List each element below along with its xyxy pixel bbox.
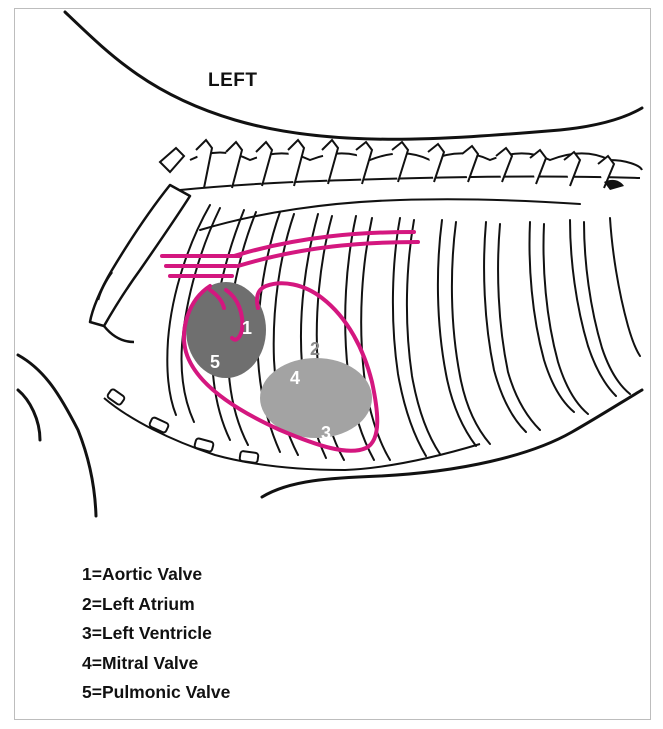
region-number-pulmonic: 5 [210,352,220,372]
legend-item-aortic-valve: 1=Aortic Valve [82,560,230,590]
vertebra-shadow [604,180,624,190]
legend-item-pulmonic-valve: 5=Pulmonic Valve [82,678,230,708]
legend-item-mitral-valve: 4=Mitral Valve [82,649,230,679]
legend: 1=Aortic Valve 2=Left Atrium 3=Left Vent… [82,560,230,708]
spine [160,140,642,190]
scapula [90,185,190,342]
region-number-left-ventricle: 3 [321,423,331,443]
mitral-ventricle-region [260,358,372,438]
region-number-left-atrium: 2 [310,339,320,359]
side-label: LEFT [208,70,258,92]
legend-item-left-ventricle: 3=Left Ventricle [82,619,230,649]
region-number-aortic: 1 [242,318,252,338]
legend-item-left-atrium: 2=Left Atrium [82,590,230,620]
region-number-mitral: 4 [290,368,300,388]
